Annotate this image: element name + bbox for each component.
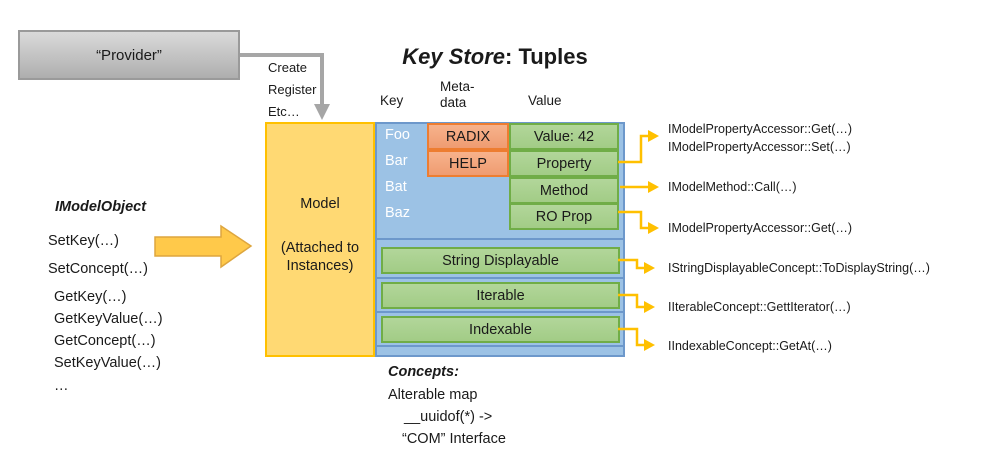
arrowhead-ro-prop-icon <box>648 222 659 234</box>
arrowhead-indexable-icon <box>644 339 655 351</box>
column-header-metadata-line1: Meta- <box>440 79 475 94</box>
column-header-key: Key <box>380 93 404 108</box>
provider-to-model-arrowhead-icon <box>314 104 330 120</box>
method-setkeyvalue: SetKeyValue(…) <box>54 355 161 371</box>
model-box-note-line2: Instances) <box>286 258 354 274</box>
value-cell-method: Method <box>509 177 619 204</box>
column-header-metadata-line2: data <box>440 95 467 111</box>
iterable-label: Iterable <box>476 287 525 304</box>
method-getkey: GetKey(…) <box>54 289 127 305</box>
store-divider <box>377 238 623 240</box>
metadata-radix-label: RADIX <box>445 128 491 145</box>
concept-row-iterable: Iterable <box>381 282 620 309</box>
model-box: Model (Attached to Instances) <box>265 122 375 357</box>
key-baz: Baz <box>385 205 410 221</box>
concepts-line-com-interface: “COM” Interface <box>402 431 506 447</box>
value-cell-value42: Value: 42 <box>509 123 619 150</box>
page-title-emphasis: Key Store <box>402 44 505 69</box>
method-ellipsis: … <box>54 378 69 394</box>
concepts-line-uuidof: __uuidof(*) -> <box>404 409 493 425</box>
ro-prop-label: RO Prop <box>535 208 593 225</box>
imodelobject-to-model-arrow <box>154 224 253 269</box>
model-box-note-line1: (Attached to <box>280 240 360 256</box>
store-divider <box>377 345 623 347</box>
callout-arrowheads <box>644 130 659 351</box>
callout-indexable: IIndexableConcept::GetAt(…) <box>668 339 832 353</box>
key-bat: Bat <box>385 179 407 195</box>
value-cell-property: Property <box>509 150 619 177</box>
model-box-title: Model <box>300 196 340 212</box>
page-title: Key Store: Tuples <box>330 44 660 70</box>
provider-box: “Provider” <box>18 30 240 80</box>
page-title-rest: : Tuples <box>505 44 588 69</box>
concepts-heading: Concepts: <box>388 364 459 380</box>
key-bar: Bar <box>385 153 408 169</box>
provider-label: “Provider” <box>96 46 162 64</box>
metadata-cell-help: HELP <box>427 150 509 177</box>
callout-string-displayable: IStringDisplayableConcept::ToDisplayStri… <box>668 261 930 275</box>
imodelobject-heading: IModelObject <box>55 199 147 215</box>
arrowhead-iterable-icon <box>644 301 655 313</box>
method-setkey: SetKey(…) <box>48 233 119 249</box>
indexable-label: Indexable <box>469 321 532 338</box>
store-divider <box>377 311 623 313</box>
callout-ro-prop-get: IModelPropertyAccessor::Get(…) <box>668 221 853 235</box>
method-setconcept: SetConcept(…) <box>48 261 148 277</box>
value42-label: Value: 42 <box>533 128 595 145</box>
concept-row-indexable: Indexable <box>381 316 620 343</box>
metadata-cell-radix: RADIX <box>427 123 509 150</box>
string-displayable-label: String Displayable <box>442 252 559 269</box>
value-cell-ro-prop: RO Prop <box>509 203 619 230</box>
arrowhead-property-icon <box>648 130 659 142</box>
callout-property-set: IModelPropertyAccessor::Set(…) <box>668 140 851 154</box>
arrowhead-method-icon <box>648 181 659 193</box>
callout-method-call: IModelMethod::Call(…) <box>668 180 797 194</box>
concept-row-string-displayable: String Displayable <box>381 247 620 274</box>
arrowhead-string-displayable-icon <box>644 262 655 274</box>
method-label: Method <box>539 182 589 199</box>
property-label: Property <box>536 155 592 172</box>
flow-label-etc: Etc… <box>268 104 300 119</box>
method-getkeyvalue: GetKeyValue(…) <box>54 311 163 327</box>
store-divider <box>377 277 623 279</box>
callout-iterable: IIterableConcept::GettIterator(…) <box>668 300 851 314</box>
column-header-metadata: Meta- data <box>440 79 475 111</box>
metadata-help-label: HELP <box>449 155 487 172</box>
method-getconcept: GetConcept(…) <box>54 333 156 349</box>
flow-label-register: Register <box>268 82 317 97</box>
key-foo: Foo <box>385 127 410 143</box>
column-header-value: Value <box>528 93 562 108</box>
flow-label-create: Create <box>268 60 308 75</box>
concepts-line-alterable-map: Alterable map <box>388 387 478 403</box>
callout-property-get: IModelPropertyAccessor::Get(…) <box>668 122 853 136</box>
